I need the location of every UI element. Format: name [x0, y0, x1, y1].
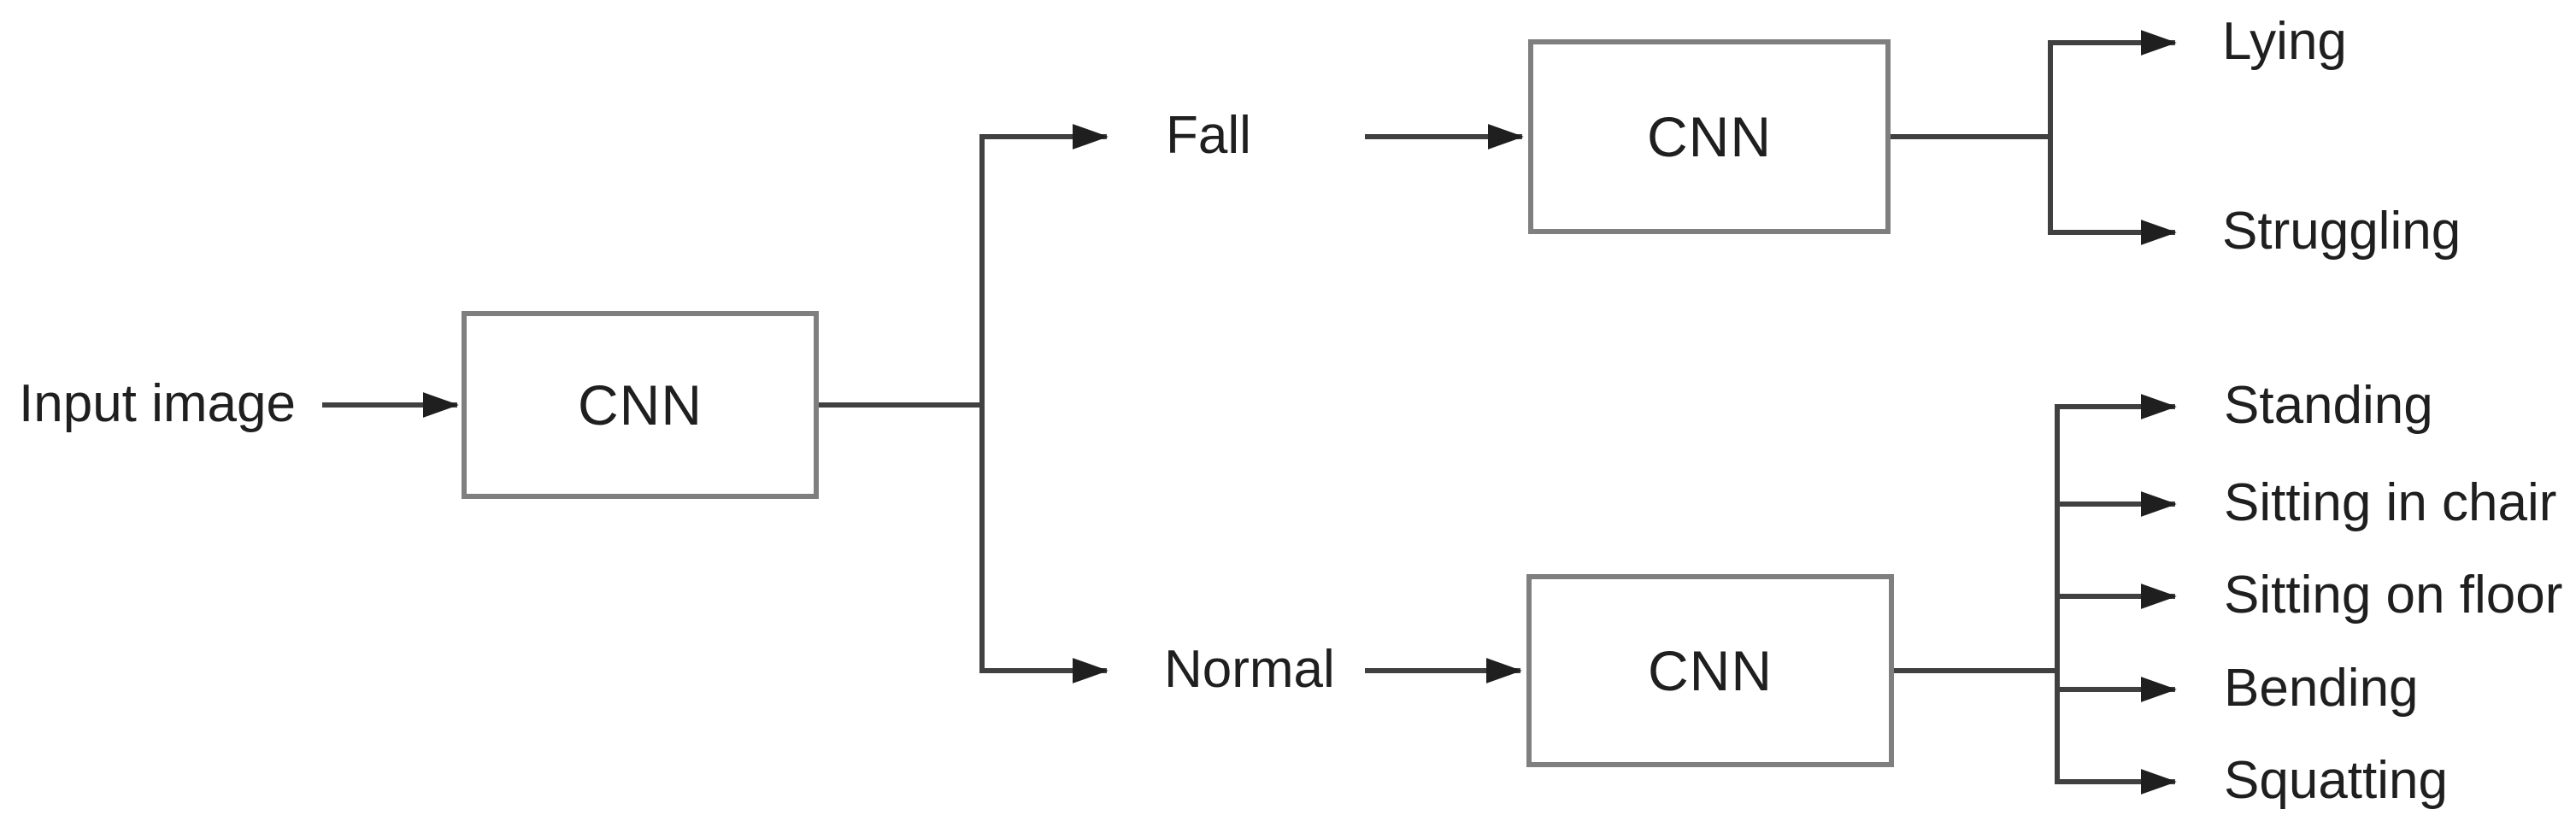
cnn-box-stage1-label: CNN — [578, 373, 703, 437]
normal-class-label: Normal — [1164, 639, 1335, 699]
output-sitting-in-chair-label: Sitting in chair — [2224, 472, 2557, 532]
output-bending-label: Bending — [2224, 658, 2419, 718]
cnn-box-normal-label: CNN — [1648, 639, 1773, 702]
output-sitting-on-floor-label: Sitting on floor — [2224, 565, 2563, 625]
output-struggling-label: Struggling — [2222, 201, 2461, 261]
cnn-box-normal: CNN — [1526, 574, 1894, 767]
cnn-box-stage1: CNN — [462, 311, 819, 499]
output-lying-label: Lying — [2222, 11, 2347, 71]
output-standing-label: Standing — [2224, 375, 2433, 435]
output-squatting-label: Squatting — [2224, 750, 2448, 810]
cnn-box-fall: CNN — [1528, 39, 1891, 234]
input-image-label: Input image — [19, 373, 296, 433]
fall-class-label: Fall — [1166, 105, 1251, 165]
cnn-box-fall-label: CNN — [1647, 105, 1772, 168]
